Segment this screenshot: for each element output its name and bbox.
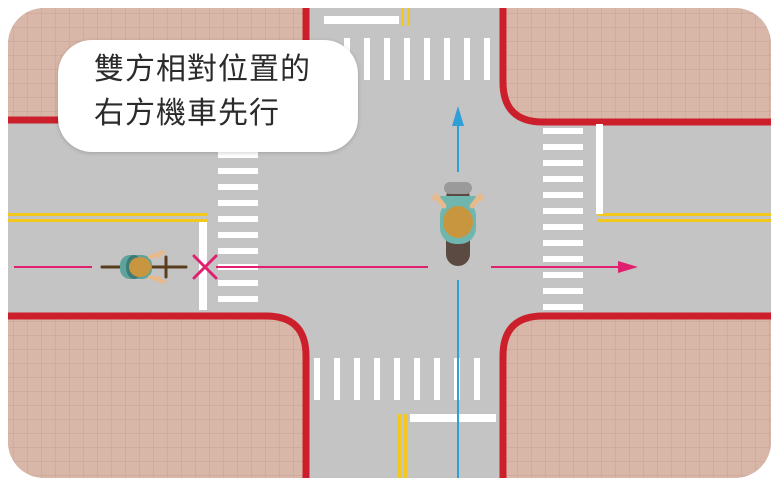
sidewalk-top-right — [503, 8, 771, 122]
sidewalk-bottom-left — [8, 316, 306, 478]
arrow-up-icon — [452, 106, 464, 126]
arrow-right-icon — [618, 261, 638, 273]
crosswalk-bottom — [314, 358, 480, 400]
caption-callout: 雙方相對位置的 右方機車先行 — [58, 40, 358, 152]
caption-line-1: 雙方相對位置的 — [94, 52, 311, 87]
cross-mark-icon — [192, 254, 218, 280]
bicycle-rider-icon — [100, 250, 188, 284]
caption-line-2: 右方機車先行 — [94, 96, 280, 131]
sidewalk-bottom-right — [503, 316, 771, 478]
crosswalk-right — [543, 128, 583, 310]
motorcycle-rider-icon — [432, 182, 484, 266]
